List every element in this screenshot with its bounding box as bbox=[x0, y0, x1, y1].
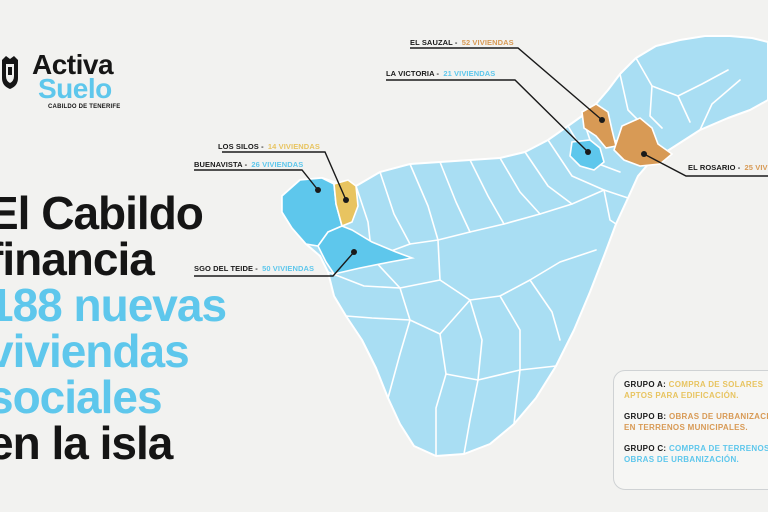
callout-count: 52 VIVIENDAS bbox=[461, 38, 514, 47]
logo-subtitle: CABILDO DE TENERIFE bbox=[48, 104, 121, 110]
headline-line-4: viviendas bbox=[0, 325, 190, 377]
legend-group-text-1: COMPRA DE TERRENOS Y bbox=[668, 444, 768, 453]
headline-line-1: El Cabildo bbox=[0, 187, 204, 239]
leader-los-silos bbox=[222, 151, 347, 201]
headline-line-5: sociales bbox=[0, 371, 163, 423]
headline: El Cabildo financia 188 nuevas viviendas… bbox=[0, 187, 227, 469]
callout-buenavista: BUENAVISTA - 26 VIVIENDAS bbox=[194, 160, 304, 169]
callout-name: SGO DEL TEIDE bbox=[194, 264, 254, 273]
callout-la-victoria: LA VICTORIA - 21 VIVIENDAS bbox=[386, 69, 496, 78]
leader-sgo-del-teide bbox=[194, 251, 355, 277]
dot-buenavista bbox=[315, 187, 321, 193]
headline-line-3: 188 nuevas bbox=[0, 279, 227, 331]
callout-count: 50 VIVIENDAS bbox=[262, 264, 315, 273]
callout-el-rosario: EL ROSARIO - 25 VIVIENDAS bbox=[688, 163, 768, 172]
leader-dots bbox=[315, 117, 647, 255]
leader-buenavista bbox=[194, 169, 319, 191]
legend-group-text-2: OBRAS DE URBANIZACIÓN. bbox=[624, 455, 740, 464]
legend-group-c: GRUPO C: COMPRA DE TERRENOS Y OBRAS DE U… bbox=[624, 443, 768, 465]
callout-name: LA VICTORIA bbox=[386, 69, 435, 78]
dot-sgo-del-teide bbox=[351, 249, 357, 255]
callout-count: 25 VIVIENDAS bbox=[744, 163, 768, 172]
callout-count: 14 VIVIENDAS bbox=[267, 142, 320, 151]
callout-name: LOS SILOS bbox=[218, 142, 259, 151]
callout-name: BUENAVISTA bbox=[194, 160, 243, 169]
leader-el-sauzal bbox=[410, 47, 603, 121]
dot-los-silos bbox=[343, 197, 349, 203]
activa-suelo-logo: Activa Suelo CABILDO DE TENERIFE bbox=[0, 50, 140, 115]
callout-el-sauzal: EL SAUZAL - 52 VIVIENDAS bbox=[410, 38, 514, 47]
legend-group-label: GRUPO A: bbox=[624, 380, 667, 389]
callout-name: EL ROSARIO bbox=[688, 163, 736, 172]
leader-el-rosario bbox=[643, 153, 768, 177]
dot-el-sauzal bbox=[599, 117, 605, 123]
callout-name: EL SAUZAL bbox=[410, 38, 453, 47]
legend-group-text-1: COMPRA DE SOLARES bbox=[668, 380, 764, 389]
headline-line-6: en la isla bbox=[0, 417, 173, 469]
legend-group-a: GRUPO A: COMPRA DE SOLARES APTOS PARA ED… bbox=[624, 379, 768, 401]
legend-group-text-2: EN TERRENOS MUNICIPALES. bbox=[624, 423, 748, 432]
cabildo-crest-icon bbox=[2, 56, 18, 89]
leader-lines bbox=[194, 47, 768, 277]
logo-word-activa: Activa bbox=[32, 49, 114, 80]
callout-sgo-del-teide: SGO DEL TEIDE - 50 VIVIENDAS bbox=[194, 264, 315, 273]
region-el-rosario bbox=[613, 117, 674, 167]
legend-group-text-2: APTOS PARA EDIFICACIÓN. bbox=[624, 391, 739, 400]
headline-line-2: financia bbox=[0, 233, 155, 285]
callout-count: 26 VIVIENDAS bbox=[251, 160, 304, 169]
logo-word-suelo: Suelo bbox=[38, 73, 112, 104]
legend-group-label: GRUPO B: bbox=[624, 412, 667, 421]
legend: GRUPO A: COMPRA DE SOLARES APTOS PARA ED… bbox=[613, 370, 768, 490]
legend-group-label: GRUPO C: bbox=[624, 444, 667, 453]
region-la-victoria bbox=[569, 139, 605, 171]
callout-count: 21 VIVIENDAS bbox=[443, 69, 496, 78]
callout-los-silos: LOS SILOS - 14 VIVIENDAS bbox=[218, 142, 320, 151]
dot-la-victoria bbox=[585, 149, 591, 155]
dot-el-rosario bbox=[641, 151, 647, 157]
legend-group-text-1: OBRAS DE URBANIZACIÓN bbox=[668, 412, 768, 421]
region-sgo-del-teide bbox=[317, 225, 415, 275]
legend-group-b: GRUPO B: OBRAS DE URBANIZACIÓN EN TERREN… bbox=[624, 411, 768, 433]
leader-la-victoria bbox=[386, 79, 589, 153]
